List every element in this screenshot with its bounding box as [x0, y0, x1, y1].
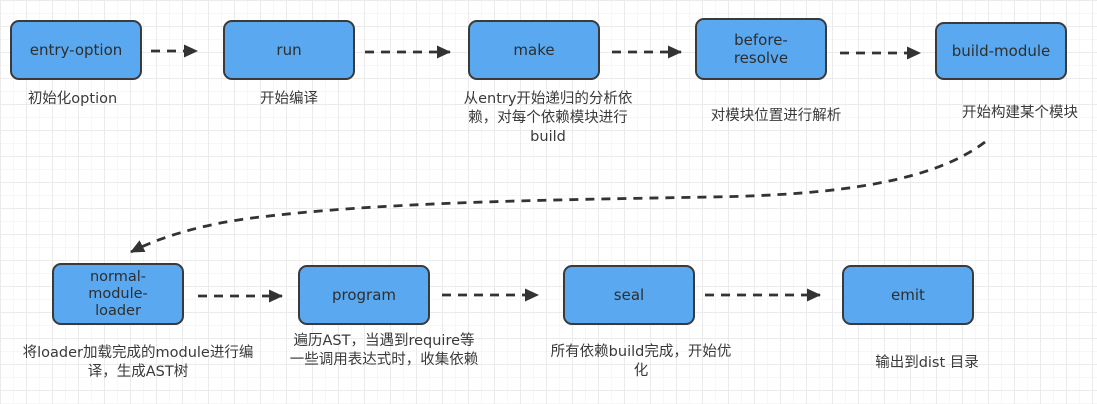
node-seal: seal	[563, 265, 695, 325]
node-description-before-resolve: 对模块位置进行解析	[710, 108, 842, 124]
node-description-entry-option: 初始化option	[27, 91, 118, 107]
node-label: run	[276, 41, 302, 59]
node-label: program	[331, 286, 397, 304]
node-description-make: 从entry开始递归的分析依赖，对每个依赖模块进行build	[463, 91, 633, 145]
node-make: make	[468, 20, 600, 80]
node-label: before-resolve	[733, 31, 789, 67]
node-entry-option: entry-option	[10, 20, 142, 80]
node-description-program: 遍历AST，当遇到require等一些调用表达式时，收集依赖	[289, 333, 479, 368]
node-label: emit	[891, 286, 925, 304]
node-label: make	[513, 41, 555, 59]
node-emit: emit	[842, 265, 974, 325]
curved-arrow-build-to-nml	[130, 140, 986, 254]
node-normal-module-loader: normal-module-loader	[52, 263, 184, 325]
node-before-resolve: before-resolve	[695, 18, 827, 80]
node-description-normal-module-loader: 将loader加载完成的module进行编译，生成AST树	[22, 345, 254, 380]
node-description-seal: 所有依赖build完成，开始优化	[550, 344, 732, 379]
node-label: build-module	[951, 42, 1051, 60]
node-description-emit: 输出到dist 目录	[875, 355, 979, 371]
node-program: program	[298, 265, 430, 325]
node-label: seal	[613, 286, 645, 304]
node-label: normal-module-loader	[88, 268, 148, 319]
node-run: run	[223, 20, 355, 80]
node-description-run: 开始编译	[260, 91, 318, 107]
node-build-module: build-module	[935, 22, 1067, 80]
node-label: entry-option	[29, 41, 123, 59]
node-description-build-module: 开始构建某个模块	[962, 105, 1078, 121]
